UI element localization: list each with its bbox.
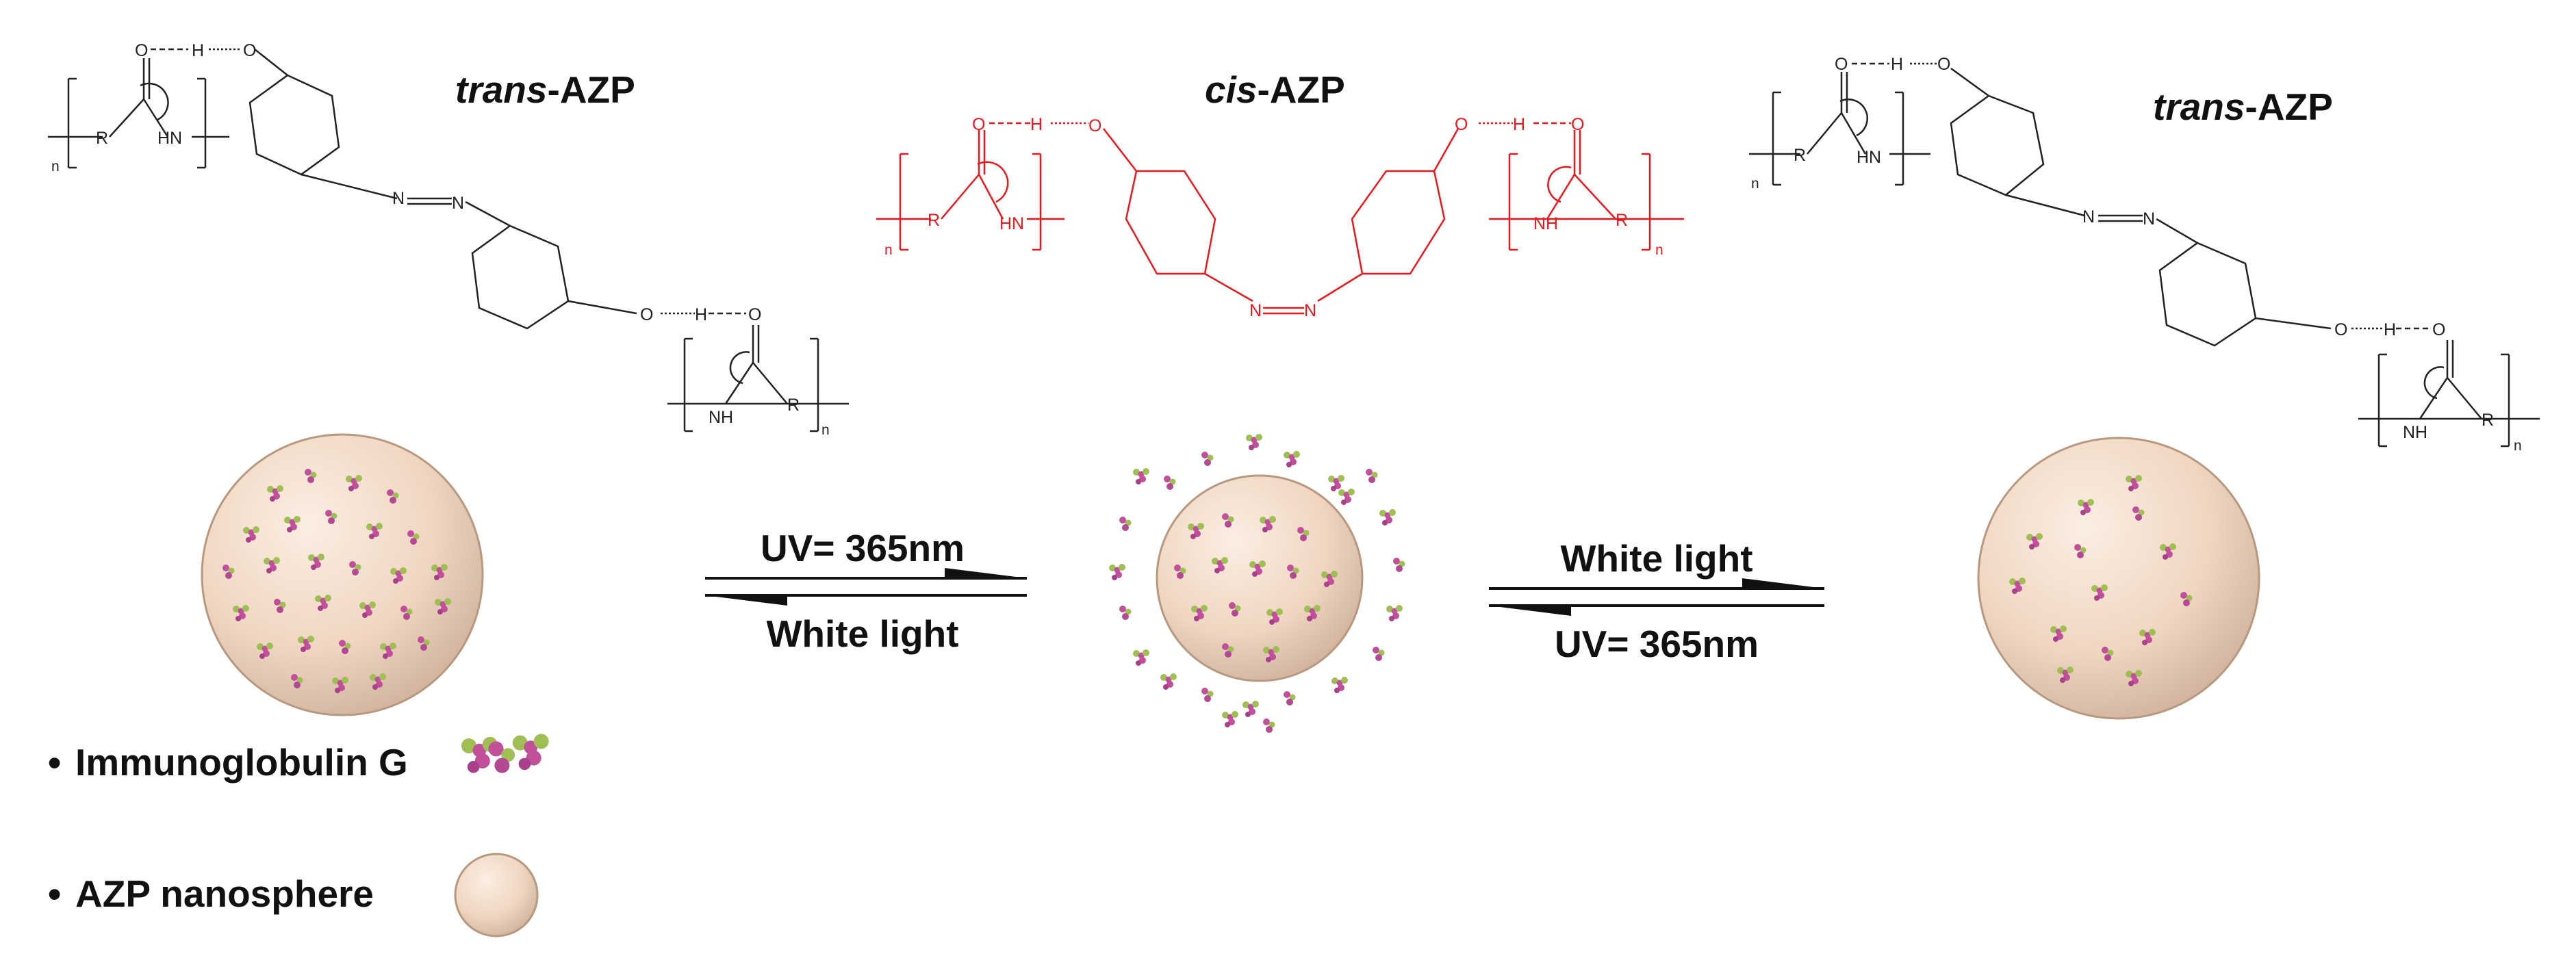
arrow-left-top-label: UV= 365nm: [761, 527, 965, 569]
atom-n: N: [2143, 209, 2155, 229]
atom-n: N: [1249, 301, 1262, 320]
atom-o: O: [640, 305, 653, 324]
nanosphere-loaded-left: [201, 433, 484, 716]
atom-n: N: [452, 194, 464, 213]
legend: • Immunoglobulin G • AZP nanosphere: [48, 734, 549, 937]
atom-n: N: [1304, 301, 1316, 320]
atom-o: O: [243, 41, 256, 60]
title-cis-azp: cis-AZP: [1205, 68, 1345, 111]
legend-label-igg: Immunoglobulin G: [75, 741, 408, 784]
atom-o: O: [2334, 320, 2347, 339]
title-suffix: -AZP: [548, 68, 635, 111]
subscript-n: n: [884, 242, 893, 258]
nanosphere-loaded-right: [1977, 437, 2260, 720]
equilibrium-arrow-right: White light UV= 365nm: [1489, 537, 1824, 665]
title-prefix: trans: [455, 68, 548, 111]
atom-nh: NH: [2403, 423, 2427, 442]
atom-o: O: [972, 115, 985, 134]
legend-item-igg: • Immunoglobulin G: [48, 734, 549, 784]
atom-h: H: [695, 305, 707, 324]
nanosphere-releasing-center: [1109, 434, 1405, 733]
atom-o: O: [1088, 116, 1101, 135]
atom-h: H: [1513, 115, 1525, 134]
title-trans-azp-right: trans-AZP: [2153, 86, 2333, 128]
atom-hn: HN: [999, 214, 1024, 233]
atom-h: H: [192, 41, 204, 60]
trans-azp-right-atom-labels: O H O R HN n N N O H O NH R n: [1751, 55, 2522, 454]
atom-hn: HN: [1857, 148, 1881, 167]
nanosphere-icon: [454, 853, 539, 937]
atom-r: R: [1616, 211, 1628, 230]
atom-hn: HN: [157, 129, 182, 148]
legend-bullet: •: [48, 872, 61, 915]
trans-azp-structure-right: [1749, 62, 2540, 448]
arrow-right-top-label: White light: [1560, 537, 1752, 580]
atom-o: O: [135, 41, 148, 60]
cis-azp-atom-labels: O H O R HN n N N O H O NH R n: [884, 115, 1663, 320]
equilibrium-arrow-left: UV= 365nm White light: [705, 527, 1027, 655]
subscript-n: n: [1655, 242, 1663, 258]
atom-r: R: [928, 211, 940, 230]
title-prefix: cis: [1205, 68, 1257, 111]
trans-azp-structure-left: [48, 48, 849, 432]
atom-o: O: [2432, 320, 2445, 339]
title-suffix: -AZP: [2245, 86, 2333, 128]
trans-azp-left-atom-labels: O H O R HN n N N O H O NH R n: [51, 41, 830, 438]
subscript-n: n: [51, 159, 60, 174]
subscript-n: n: [2514, 438, 2522, 454]
legend-label-nanosphere: AZP nanosphere: [75, 872, 374, 915]
atom-n: N: [392, 189, 405, 208]
atom-o: O: [1937, 55, 1950, 74]
atom-o: O: [1571, 115, 1584, 134]
arrow-right-bottom-label: UV= 365nm: [1555, 623, 1759, 665]
atom-nh: NH: [1533, 214, 1558, 233]
atom-h: H: [2384, 320, 2396, 339]
cis-azp-structure: [876, 122, 1684, 315]
atom-r: R: [787, 396, 800, 415]
atom-r: R: [96, 129, 108, 148]
atom-o: O: [1835, 55, 1848, 74]
atom-n: N: [2082, 207, 2095, 226]
atom-r: R: [1794, 146, 1806, 165]
arrow-left-bottom-label: White light: [766, 612, 958, 655]
atom-r: R: [2482, 411, 2494, 430]
igg-icon: [461, 734, 549, 773]
atom-o: O: [748, 305, 761, 324]
subscript-n: n: [1751, 176, 1759, 192]
atom-h: H: [1030, 115, 1043, 134]
legend-bullet: •: [48, 741, 61, 784]
subscript-n: n: [821, 422, 830, 438]
title-prefix: trans: [2153, 86, 2245, 128]
atom-nh: NH: [709, 408, 733, 427]
title-trans-azp-left: trans-AZP: [455, 68, 635, 111]
atom-h: H: [1891, 55, 1903, 74]
legend-item-nanosphere: • AZP nanosphere: [48, 853, 539, 937]
title-suffix: -AZP: [1257, 68, 1344, 111]
atom-o: O: [1455, 115, 1468, 134]
